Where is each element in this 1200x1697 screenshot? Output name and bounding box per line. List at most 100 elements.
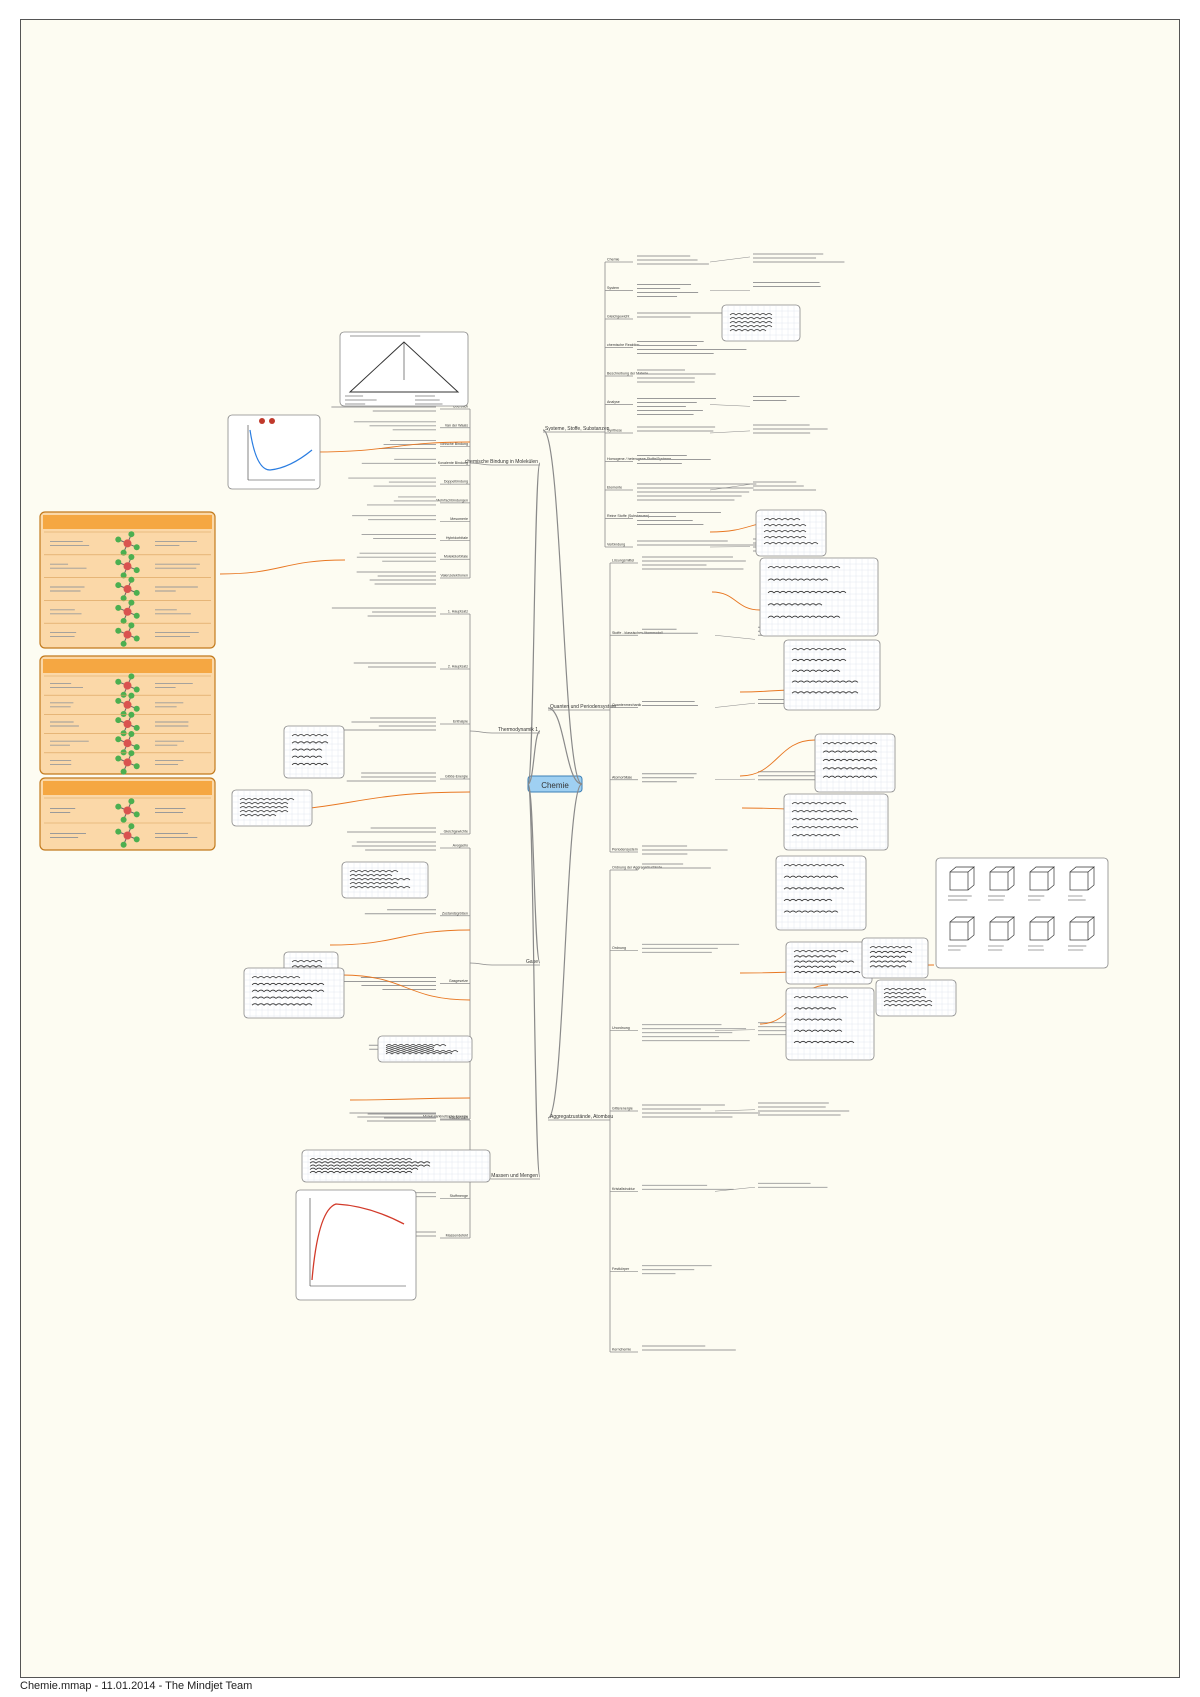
- branch-connector: [527, 783, 541, 964]
- topic-label: Mehrfachbindungen: [436, 498, 468, 502]
- topic-label: Stoffe - klassisches Atommodell: [612, 631, 663, 635]
- central-atom: [123, 539, 132, 548]
- handwriting-stroke: [291, 755, 323, 759]
- handwriting-stroke: [309, 1170, 413, 1174]
- handwriting-stroke: [791, 834, 841, 837]
- topic-detail-text: [336, 977, 436, 990]
- ligand-atom: [115, 604, 122, 611]
- row-text: [155, 740, 184, 746]
- handwriting-stroke: [793, 970, 861, 974]
- handwriting-stroke: [783, 864, 845, 867]
- handwriting-stroke: [793, 1029, 843, 1033]
- detail-connector: [714, 1109, 756, 1112]
- handwriting-stroke: [783, 910, 839, 913]
- handwritten-note-reaction: [755, 509, 827, 557]
- ligand-atom: [115, 828, 122, 835]
- unit-cell-depth: [1069, 866, 1095, 891]
- energy-curve: [249, 429, 313, 471]
- lattice-caption: [988, 895, 1006, 901]
- topic-label: Synthese: [607, 429, 622, 433]
- right-branch[interactable]: Quanten und Periodensystem LösungsmittelS…: [548, 559, 663, 853]
- ligand-atom: [115, 803, 122, 810]
- ligand-atom: [133, 612, 140, 619]
- handwriting-stroke: [763, 542, 819, 545]
- handwriting-stroke: [767, 566, 841, 569]
- topic-detail-text: [637, 540, 758, 546]
- topic-label: Gleichgewichte: [444, 830, 468, 834]
- topic-label: Homogene / heterogene Stoffe/Systeme: [607, 457, 671, 461]
- detail-connector: [709, 404, 751, 407]
- ligand-atom: [120, 640, 127, 647]
- image-link: [314, 441, 471, 453]
- row-text: [155, 540, 197, 546]
- ligand-atom: [120, 618, 127, 625]
- handwritten-note-isotherm: [243, 967, 345, 1019]
- topic-detail-text: [353, 662, 436, 668]
- branch-connector: [527, 462, 541, 785]
- handwriting-stroke: [309, 1158, 413, 1161]
- handwritten-note-phase: [341, 861, 429, 899]
- row-text: [50, 540, 90, 546]
- left-branch[interactable]: chemische Bindung in MolekülenÜberblickV…: [436, 405, 540, 579]
- topic-label: Lösungsmittel: [612, 559, 634, 563]
- table-frame: [39, 511, 216, 649]
- topic-label: Valenzelektronen: [440, 574, 468, 578]
- handwriting-stroke: [793, 1007, 837, 1010]
- handwriting-stroke: [883, 992, 921, 995]
- lattice-caption: [1028, 895, 1045, 901]
- topic-label: Mesomerie: [450, 517, 468, 521]
- row-text: [50, 632, 77, 638]
- topic-label: Atomorbitale: [612, 775, 632, 779]
- topic-detail-text: [346, 772, 436, 782]
- ligand-atom: [133, 836, 140, 843]
- topic-detail-text: [642, 556, 746, 570]
- topic-detail-text: [353, 421, 436, 431]
- unit-cell-depth: [989, 866, 1015, 891]
- topic-label: Stoffmenge: [450, 1194, 468, 1198]
- ligand-atom: [128, 622, 135, 629]
- handwriting-stroke: [349, 870, 399, 873]
- topic-label: Ordnung der Aggregatzustände: [612, 866, 662, 870]
- topic-label: Van der Waals: [445, 423, 468, 427]
- unit-cell-depth: [1029, 916, 1055, 941]
- image-link: [341, 974, 471, 1001]
- image-link: [711, 591, 761, 611]
- topic-detail-text: [378, 440, 436, 450]
- row-text: [155, 683, 193, 689]
- right-branch[interactable]: Systeme, Stoffe, SubstanzenChemieSystemG…: [543, 258, 671, 548]
- unit-cell: [989, 871, 1009, 891]
- handwriting-stroke: [822, 742, 878, 745]
- handwriting-stroke: [791, 680, 859, 683]
- unit-cell: [1029, 921, 1049, 941]
- row-text: [50, 683, 83, 689]
- unit-cell: [1029, 871, 1049, 891]
- card-frame: [295, 1189, 417, 1301]
- topic-detail-text: [356, 552, 436, 562]
- left-branch[interactable]: GaseAvogadroZustandsgrößenGasgesetzePart…: [423, 844, 540, 1120]
- topic-label: Überblick: [453, 405, 468, 409]
- handwriting-stroke: [385, 1052, 453, 1055]
- ligand-atom: [128, 711, 135, 718]
- page-footer: Chemie.mmap - 11.01.2014 - The Mindjet T…: [20, 1680, 253, 1692]
- ligand-atom: [128, 673, 135, 680]
- ligand-atom: [115, 736, 122, 743]
- central-topic[interactable]: Chemie: [527, 775, 583, 793]
- handwriting-stroke: [793, 965, 837, 969]
- branch-label: Quanten und Periodensystem: [550, 704, 616, 710]
- image-link: [349, 1097, 471, 1101]
- handwriting-stroke: [791, 648, 847, 651]
- row-text: [155, 586, 198, 592]
- handwriting-stroke: [883, 996, 927, 999]
- topic-detail-text: [642, 845, 728, 855]
- ligand-atom: [115, 717, 122, 724]
- topic-label: Reine Stoffe (Substanzen): [607, 514, 649, 518]
- handwriting-stroke: [793, 955, 837, 958]
- row-text: [155, 808, 186, 813]
- topic-detail-text: [642, 863, 711, 869]
- branch-connector: [542, 429, 583, 785]
- ligand-atom: [115, 536, 122, 543]
- detail-connector: [714, 778, 756, 780]
- topic-label: Doppelbindung: [444, 480, 468, 484]
